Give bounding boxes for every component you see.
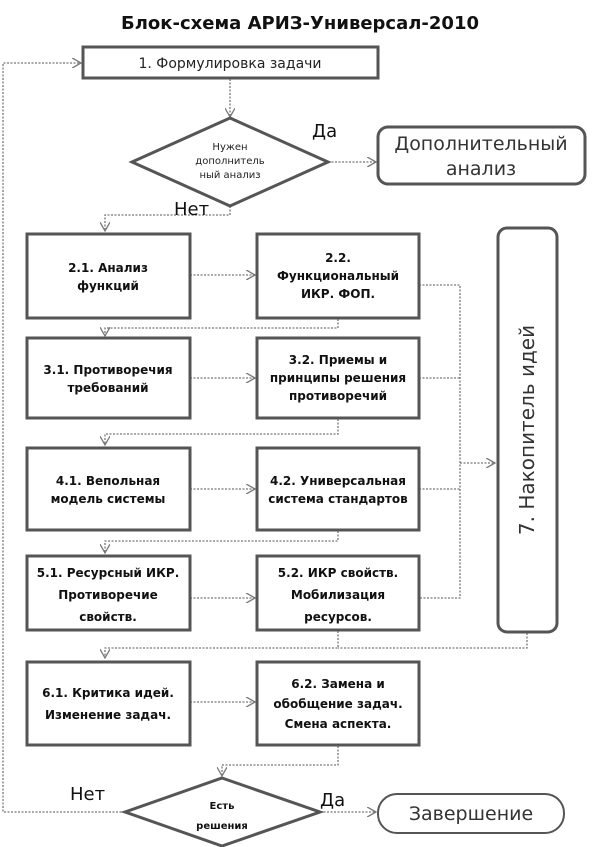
box-6-1: 6.1. Критика идей. Изменение задач.: [25, 660, 192, 747]
svg-text:4.1. Вепольная: 4.1. Вепольная: [56, 474, 160, 488]
decision1-no-label: Нет: [174, 199, 209, 220]
svg-text:Мобилизация: Мобилизация: [291, 588, 385, 602]
decision2-no-label: Нет: [70, 784, 105, 805]
box-6-2: 6.2. Замена и обобщение задач. Смена асп…: [255, 660, 421, 747]
svg-text:Противоречие: Противоречие: [58, 588, 158, 602]
svg-text:3.2. Приемы и: 3.2. Приемы и: [289, 353, 387, 367]
box-3-1: 3.1. Противоречия требований: [25, 336, 192, 420]
svg-text:2.1. Анализ: 2.1. Анализ: [68, 261, 148, 275]
connectors: [2, 63, 528, 812]
box-4-2: 4.2. Универсальная система стандартов: [255, 446, 421, 532]
idea-accumulator-box: 7. Накопитель идей: [496, 226, 559, 634]
finish-terminal: Завершение: [377, 793, 565, 834]
box-3-2: 3.2. Приемы и принципы решения противоре…: [255, 336, 421, 420]
svg-text:дополнитель: дополнитель: [195, 156, 264, 167]
svg-text:противоречий: противоречий: [289, 389, 387, 403]
svg-text:ИКР. ФОП.: ИКР. ФОП.: [301, 287, 375, 301]
svg-text:Функциональный: Функциональный: [277, 269, 399, 283]
svg-text:Дополнительный: Дополнительный: [394, 133, 567, 155]
svg-text:6.2. Замена и: 6.2. Замена и: [291, 677, 385, 691]
svg-text:Нужен: Нужен: [212, 142, 247, 153]
svg-text:7. Накопитель идей: 7. Накопитель идей: [515, 325, 539, 535]
box-2-1: 2.1. Анализ функций: [25, 232, 192, 320]
step-1-box: 1. Формулировка задачи: [81, 45, 380, 80]
diagram-title: Блок-схема АРИЗ-Универсал-2010: [121, 13, 479, 34]
svg-text:6.1. Критика идей.: 6.1. Критика идей.: [42, 686, 174, 700]
decision2-yes-label: Да: [320, 790, 345, 811]
svg-text:принципы решения: принципы решения: [270, 371, 406, 385]
svg-text:4.2. Универсальная: 4.2. Универсальная: [270, 474, 406, 488]
box-5-2: 5.2. ИКР свойств. Мобилизация ресурсов.: [255, 554, 421, 632]
decision-solutions-found: Есть решения: [120, 776, 325, 847]
svg-text:требований: требований: [67, 381, 148, 395]
svg-text:Изменение задач.: Изменение задач.: [45, 708, 171, 722]
svg-text:функций: функций: [77, 279, 139, 293]
svg-text:модель системы: модель системы: [51, 492, 166, 506]
svg-text:свойств.: свойств.: [79, 610, 137, 624]
svg-text:Завершение: Завершение: [409, 803, 533, 825]
svg-text:1. Формулировка задачи: 1. Формулировка задачи: [138, 56, 321, 72]
svg-text:ный анализ: ный анализ: [199, 170, 260, 181]
extra-analysis-box: Дополнительный анализ: [376, 125, 587, 186]
svg-text:5.2. ИКР свойств.: 5.2. ИКР свойств.: [278, 566, 398, 580]
decision-need-extra-analysis: Нужен дополнитель ный анализ: [128, 116, 332, 208]
box-2-2: 2.2. Функциональный ИКР. ФОП.: [255, 232, 421, 320]
svg-text:решения: решения: [196, 821, 248, 832]
svg-text:5.1. Ресурсный ИКР.: 5.1. Ресурсный ИКР.: [37, 566, 180, 580]
box-5-1: 5.1. Ресурсный ИКР. Противоречие свойств…: [25, 554, 192, 632]
svg-text:система стандартов: система стандартов: [268, 492, 408, 506]
svg-text:Есть: Есть: [210, 801, 235, 812]
box-4-1: 4.1. Вепольная модель системы: [25, 446, 192, 532]
decision1-yes-label: Да: [312, 121, 337, 142]
svg-text:ресурсов.: ресурсов.: [304, 610, 372, 624]
svg-text:Смена аспекта.: Смена аспекта.: [285, 717, 392, 731]
svg-text:обобщение задач.: обобщение задач.: [273, 697, 402, 711]
svg-text:2.2.: 2.2.: [325, 251, 351, 265]
svg-text:анализ: анализ: [446, 158, 516, 180]
svg-text:3.1. Противоречия: 3.1. Противоречия: [43, 363, 172, 377]
